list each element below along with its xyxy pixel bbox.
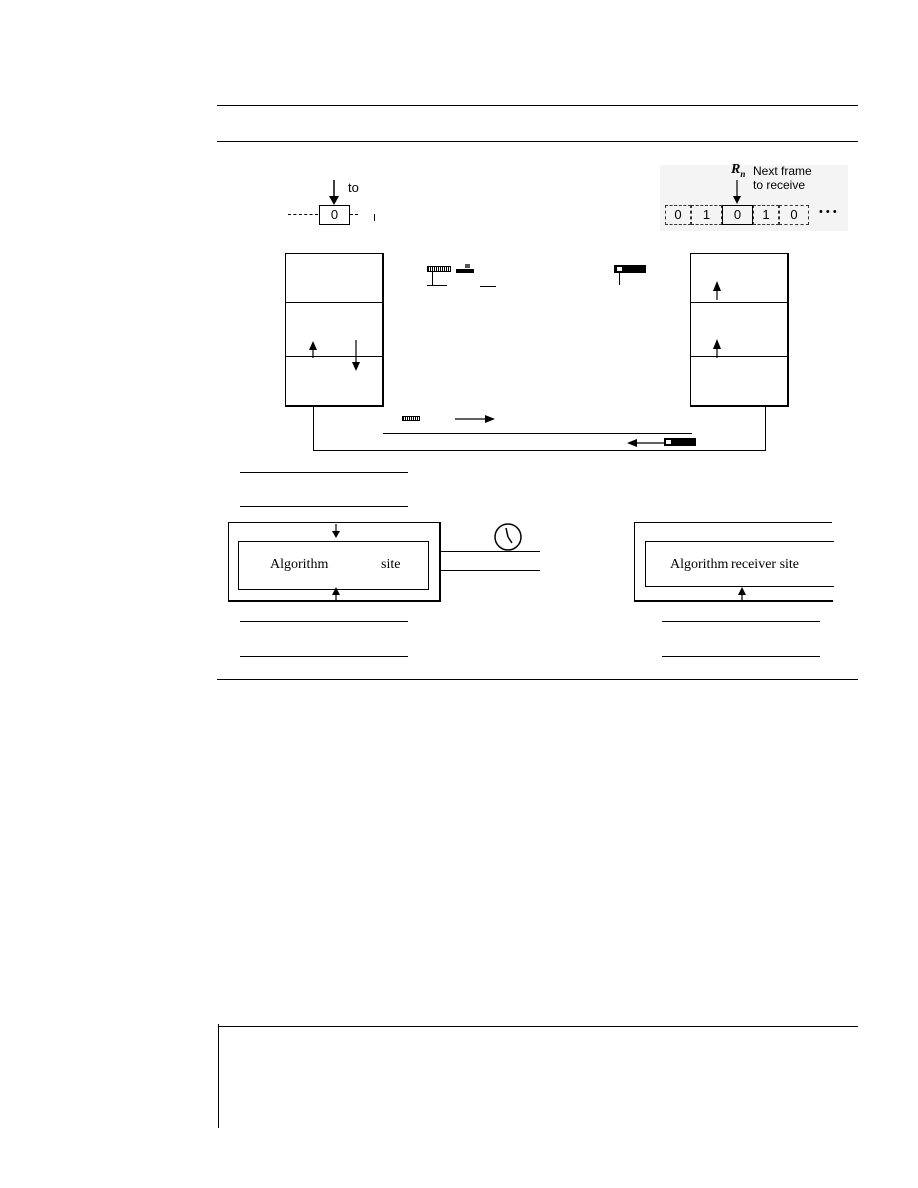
channel-line-lower	[313, 450, 766, 451]
sender-window-pointer-label: to	[348, 180, 359, 195]
receiver-algorithm-left-edge	[634, 522, 635, 600]
receiver-algorithm-top-rule	[635, 522, 832, 523]
timer-line-1	[441, 551, 540, 552]
figure-bottom-rule	[217, 679, 858, 680]
sender-layer-stack	[285, 253, 384, 407]
frame-glyph-3-stem	[619, 273, 620, 285]
top-rule-1	[217, 105, 858, 106]
receiver-window-arrow-icon	[733, 180, 741, 204]
receiver-up-arrow-icon-2	[713, 339, 721, 358]
sender-algorithm-inner-box	[238, 541, 429, 590]
sender-algorithm-label-right: site	[381, 557, 401, 572]
left-arrow-icon	[627, 439, 665, 447]
receiver-window-ellipsis: • • •	[819, 206, 837, 218]
top-rule-2	[217, 141, 858, 142]
rule-right-1	[662, 621, 820, 622]
channel-line-left	[313, 407, 314, 451]
frame-glyph-3-inner	[617, 267, 622, 271]
receiver-algorithm-up-arrow-icon	[738, 587, 746, 600]
sender-algorithm-up-arrow-icon	[332, 587, 340, 600]
receiver-window-pointer-label-2: to receive	[753, 178, 806, 192]
sender-window-dashes-right	[350, 214, 358, 215]
receiver-window-pointer-label-1: Next frame	[753, 164, 812, 178]
receiver-algorithm-bottom-rule	[634, 600, 833, 602]
rn-symbol: R	[731, 162, 741, 177]
receiver-window-cell: 1	[691, 205, 722, 225]
receiver-layer-stack	[690, 253, 789, 407]
rule-left-2	[240, 506, 408, 507]
sender-window-cell: 0	[319, 205, 350, 225]
sender-layer-divider-1	[286, 302, 383, 303]
sender-algorithm-right-edge	[439, 522, 441, 602]
sender-layer-divider-2	[286, 356, 383, 357]
ack-frame-icon-inner	[666, 440, 671, 444]
lower-frame-top	[218, 1026, 858, 1027]
right-arrow-icon	[455, 415, 495, 423]
timer-line-2	[441, 570, 540, 571]
sender-algorithm-top-rule	[228, 522, 440, 523]
channel-line-right	[765, 407, 766, 451]
receiver-up-arrow-icon-1	[713, 281, 721, 300]
sender-window-dashes-left	[288, 214, 318, 215]
frame-glyph-2-mark	[465, 264, 470, 268]
frame-glyph-3	[614, 265, 646, 273]
receiver-algorithm-label-left: Algorithm	[670, 557, 729, 572]
rule-left-3	[240, 621, 408, 622]
receiver-layer-divider-1	[691, 302, 788, 303]
lower-frame-left	[218, 1024, 219, 1128]
receiver-algorithm-inner-box	[645, 541, 834, 587]
rule-left-1	[240, 472, 408, 473]
rule-left-4	[240, 656, 408, 657]
receiver-window-cell: 0	[779, 205, 809, 225]
receiver-algorithm-label-right: receiver site	[731, 557, 800, 572]
sender-window-arrow-icon	[329, 180, 339, 205]
receiver-window-cell: 0	[722, 205, 753, 225]
channel-line-upper	[383, 433, 692, 434]
sender-algorithm-down-arrow-icon	[332, 524, 340, 538]
receiver-window-cell: 0	[665, 205, 691, 225]
sender-algorithm-bottom-rule	[228, 600, 441, 602]
rn-subscript: n	[740, 168, 746, 179]
sender-algorithm-label-left: Algorithm	[270, 557, 329, 572]
rule-right-2	[662, 656, 820, 657]
frame-glyph-1-base	[427, 285, 447, 286]
frame-glyph-2	[456, 269, 474, 273]
receiver-layer-divider-2	[691, 356, 788, 357]
frame-glyph-2-base	[480, 286, 496, 287]
frame-glyph-1-stem	[432, 272, 433, 285]
data-frame-icon	[402, 416, 420, 421]
receiver-window-rn-symbol: Rn	[731, 162, 745, 179]
frame-glyph-1	[427, 266, 451, 272]
receiver-window-cell: 1	[753, 205, 779, 225]
clock-icon	[494, 523, 522, 551]
sender-down-arrow-icon	[352, 340, 360, 371]
sender-window-mark	[374, 214, 375, 221]
sender-up-arrow-icon	[309, 341, 317, 358]
sender-algorithm-left-edge	[228, 522, 229, 600]
ack-frame-icon	[664, 438, 696, 446]
